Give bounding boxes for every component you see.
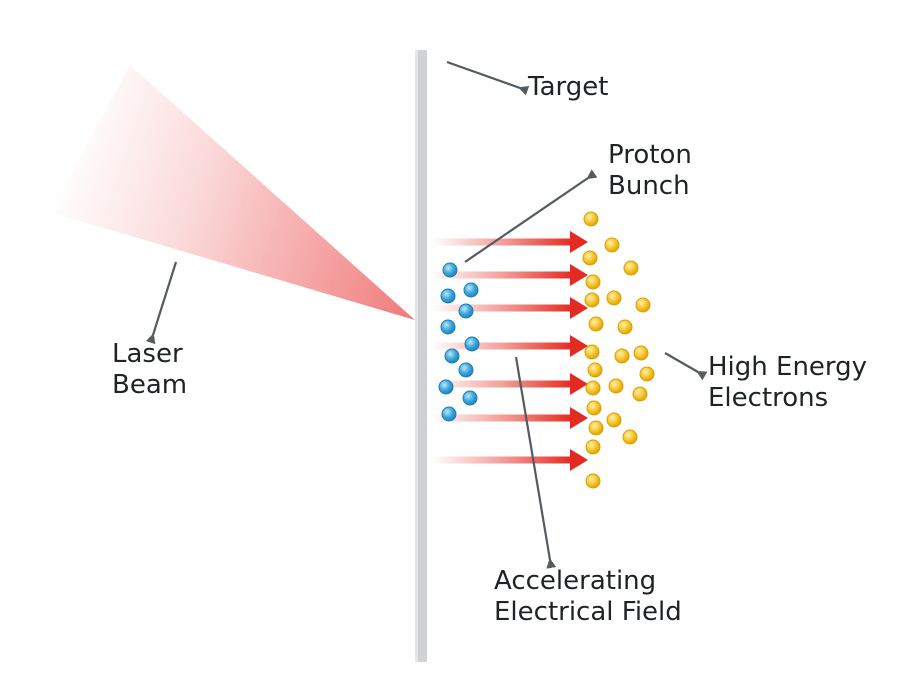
- field-arrow-shaft: [432, 238, 572, 246]
- target-plate-highlight: [415, 50, 418, 662]
- accelerating-field-label: Accelerating Electrical Field: [494, 566, 682, 628]
- target-label-text: Target: [528, 72, 609, 102]
- field-pointer: [514, 356, 557, 569]
- electron: [585, 380, 601, 396]
- proton-bunch: [438, 262, 480, 422]
- proton: [442, 262, 458, 278]
- electron: [585, 439, 601, 455]
- proton: [463, 282, 479, 298]
- electron: [635, 297, 651, 313]
- pointers: [145, 60, 708, 569]
- high-energy-electrons-line-2: Electrons: [708, 383, 829, 413]
- electron: [633, 345, 649, 361]
- electron: [606, 412, 622, 428]
- field-arrow-head: [570, 231, 588, 253]
- field-arrow-head: [570, 449, 588, 471]
- electrons-pointer: [664, 352, 708, 381]
- field-arrow: [432, 373, 588, 395]
- high-energy-electrons-label: High Energy Electrons: [708, 352, 867, 414]
- laser-beam-label: Laser Beam: [112, 339, 187, 401]
- field-arrow: [432, 264, 588, 286]
- electron: [608, 378, 624, 394]
- field-arrow-shaft: [432, 342, 572, 350]
- electron: [587, 362, 603, 378]
- electron: [617, 319, 633, 335]
- laser-beam-line-2: Beam: [112, 370, 188, 400]
- field-arrow-shaft: [432, 380, 572, 388]
- laser-beam-pointer: [145, 261, 178, 345]
- field-arrow-shaft: [432, 304, 572, 312]
- field-arrow: [432, 335, 588, 357]
- electron: [583, 211, 599, 227]
- field-arrows: [432, 231, 588, 471]
- proton-bunch-pointer: [464, 169, 598, 263]
- electron: [623, 260, 639, 276]
- accelerating-field-line-1: Accelerating: [494, 566, 657, 596]
- field-arrow-shaft: [432, 271, 572, 279]
- field-arrow-head: [570, 373, 588, 395]
- field-arrow-head: [570, 264, 588, 286]
- laser-beam: [50, 65, 415, 320]
- field-arrow-head: [570, 407, 588, 429]
- electron: [622, 429, 638, 445]
- field-arrow-head: [570, 297, 588, 319]
- proton-bunch-label: Proton Bunch: [608, 140, 692, 202]
- field-arrow: [432, 297, 588, 319]
- electron: [586, 400, 602, 416]
- proton: [440, 288, 456, 304]
- proton: [458, 303, 474, 319]
- proton: [462, 390, 478, 406]
- electron-cloud: [582, 211, 655, 489]
- electron: [614, 348, 630, 364]
- proton: [438, 379, 454, 395]
- field-arrow: [432, 407, 588, 429]
- target-pointer: [446, 60, 530, 96]
- electron: [606, 290, 622, 306]
- electron: [582, 250, 598, 266]
- accelerating-field-line-2: Electrical Field: [494, 597, 682, 627]
- electron: [585, 274, 601, 290]
- target-label: Target: [528, 72, 608, 103]
- proton: [441, 406, 457, 422]
- electron: [584, 344, 600, 360]
- electron: [588, 420, 604, 436]
- laser-beam-line-1: Laser: [112, 339, 183, 369]
- proton: [440, 319, 456, 335]
- electron: [639, 366, 655, 382]
- electron: [585, 473, 601, 489]
- field-arrow-shaft: [432, 414, 572, 422]
- proton: [464, 336, 480, 352]
- field-arrow-head: [570, 335, 588, 357]
- electron: [604, 237, 620, 253]
- proton: [444, 348, 460, 364]
- field-arrow: [432, 231, 588, 253]
- electron: [584, 292, 600, 308]
- proton: [458, 362, 474, 378]
- field-arrow-shaft: [432, 456, 572, 464]
- field-arrow: [432, 449, 588, 471]
- electron: [588, 316, 604, 332]
- high-energy-electrons-line-1: High Energy: [708, 352, 868, 382]
- proton-bunch-line-2: Bunch: [608, 171, 690, 201]
- proton-bunch-line-1: Proton: [608, 140, 692, 170]
- electron: [632, 386, 648, 402]
